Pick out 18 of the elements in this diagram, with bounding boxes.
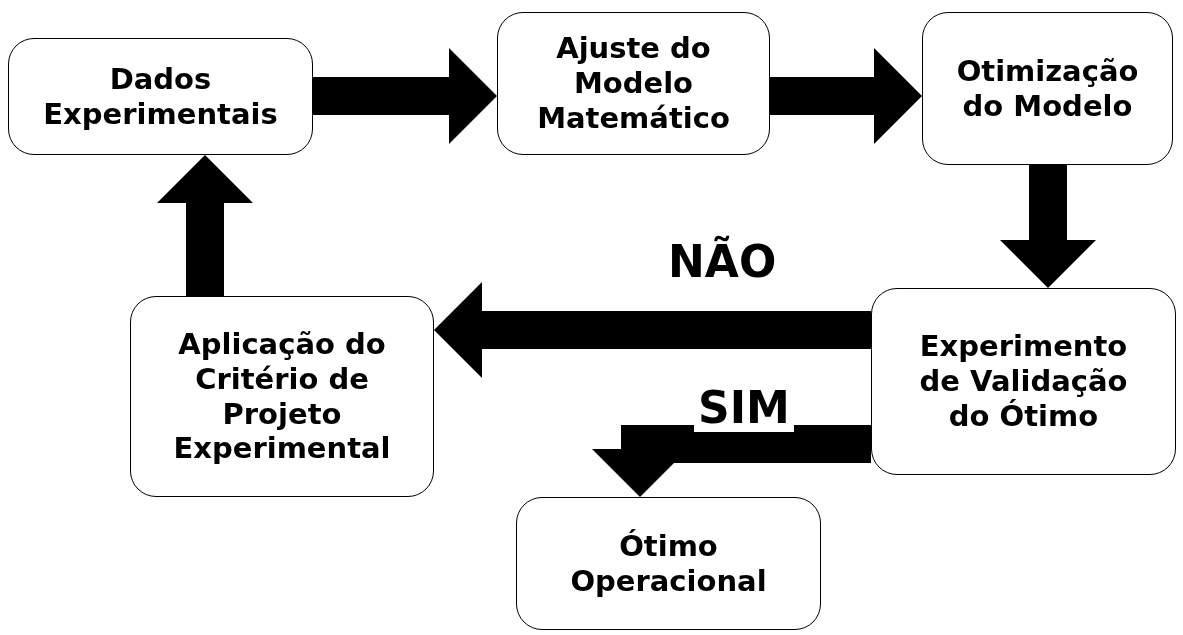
box-label: Otimização do Modelo	[955, 53, 1140, 124]
block-arrow	[1000, 165, 1096, 288]
process-box	[130, 296, 434, 497]
process-box	[8, 38, 313, 155]
box-label: Dados Experimentais	[42, 61, 279, 132]
block-arrow	[157, 155, 253, 296]
block-arrow	[592, 425, 871, 497]
box-label: Aplicação do Critério de Projeto Experimental	[172, 326, 392, 467]
box-label: Ajuste do Modelo Matemático	[536, 31, 731, 136]
process-box	[871, 288, 1176, 475]
process-box	[922, 12, 1173, 165]
block-arrow	[770, 48, 922, 144]
process-box	[497, 12, 770, 155]
process-box	[516, 497, 821, 630]
box-label: Ótimo Operacional	[569, 528, 768, 599]
block-arrow	[313, 48, 497, 144]
block-arrow	[434, 282, 871, 378]
box-label: Experimento de Validação do Ótimo	[918, 329, 1129, 434]
